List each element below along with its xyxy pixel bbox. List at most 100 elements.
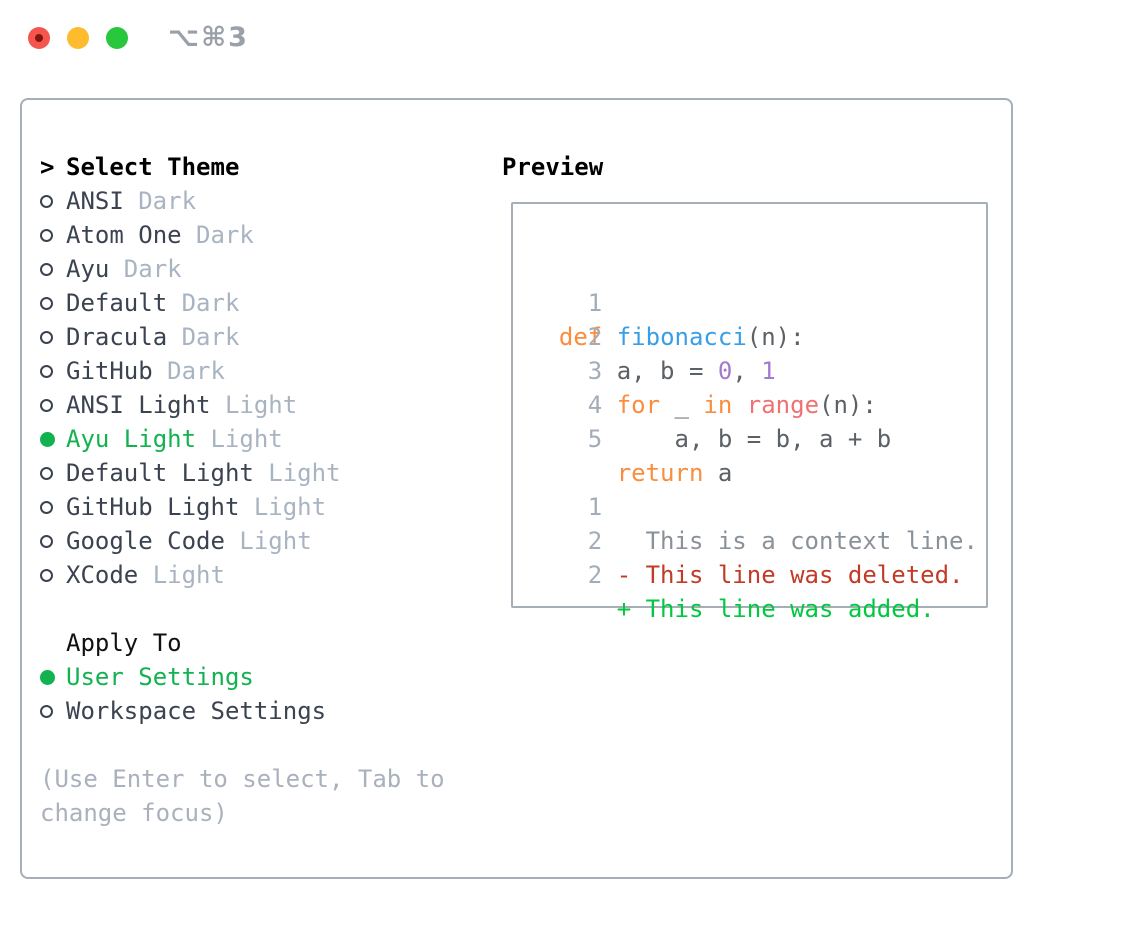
radio-icon: [40, 704, 53, 718]
radio-icon: [40, 431, 55, 447]
preview-title: Preview: [502, 153, 604, 181]
code-token: (n):: [746, 323, 805, 351]
select-theme-header: > Select Theme: [40, 150, 445, 184]
code-token: a, b = b, a + b: [558, 425, 892, 453]
option-label: Workspace Settings: [66, 697, 327, 725]
code-line: 3 for _ in range(n):: [530, 320, 978, 419]
radio-icon: [40, 534, 53, 548]
radio-icon: [40, 330, 53, 344]
code-preview: 1 def fibonacci(n): 2 a, b = 0, 1 3 for …: [530, 252, 978, 623]
radio-icon: [40, 296, 53, 310]
code-token: in: [703, 391, 733, 419]
option-variant-label: Dark: [181, 323, 240, 351]
apply-option-user-settings[interactable]: User Settings: [40, 660, 445, 694]
line-number: 3: [587, 357, 603, 385]
code-token: 1: [761, 357, 776, 385]
option-label: Ayu: [66, 255, 110, 283]
option-label: Ayu Light: [66, 425, 197, 453]
option-variant-label: Dark: [167, 357, 225, 385]
apply-to-list: User Settings Workspace Settings: [40, 660, 445, 728]
option-variant-label: Dark: [196, 221, 254, 249]
line-number: 4: [587, 391, 603, 419]
code-token: (n):: [819, 391, 877, 419]
theme-option-ansi-light[interactable]: ANSI Light Light: [40, 388, 445, 422]
radio-icon: [40, 364, 53, 378]
option-label: Default: [66, 289, 168, 317]
line-number: 2: [587, 323, 603, 351]
spacer-row: [40, 592, 445, 626]
option-variant-label: Dark: [123, 255, 182, 283]
radio-icon: [40, 500, 53, 514]
code-token: 0: [717, 357, 733, 385]
theme-option-default-light[interactable]: Default Light Light: [40, 456, 445, 490]
option-label: GitHub Light: [66, 493, 240, 521]
window-titlebar: ⌥⌘3: [0, 0, 1140, 76]
code-line: 2 + This line was added.: [530, 524, 978, 623]
option-label: ANSI Light: [66, 391, 211, 419]
prompt-caret-icon: >: [40, 153, 55, 181]
theme-option-github[interactable]: GitHub Dark: [40, 354, 445, 388]
close-button[interactable]: [28, 27, 50, 49]
theme-option-dracula[interactable]: Dracula Dark: [40, 320, 445, 354]
traffic-lights: [28, 27, 128, 49]
radio-icon: [40, 194, 53, 208]
theme-option-xcode[interactable]: XCode Light: [40, 558, 445, 592]
spacer-row: [40, 728, 445, 762]
option-variant-label: Light: [268, 459, 341, 487]
option-variant-label: Light: [152, 561, 225, 589]
option-label: User Settings: [66, 663, 254, 691]
theme-option-github-light[interactable]: GitHub Light Light: [40, 490, 445, 524]
option-label: Default Light: [66, 459, 254, 487]
theme-option-default[interactable]: Default Dark: [40, 286, 445, 320]
help-text-line-2: change focus): [40, 799, 228, 827]
radio-icon: [40, 466, 53, 480]
minimize-button[interactable]: [67, 27, 89, 49]
option-label: GitHub: [66, 357, 153, 385]
theme-option-ayu[interactable]: Ayu Dark: [40, 252, 445, 286]
radio-icon: [40, 262, 53, 276]
edited-dot-icon: [35, 34, 43, 42]
theme-option-google-code[interactable]: Google Code Light: [40, 524, 445, 558]
option-variant-label: Dark: [181, 289, 240, 317]
apply-to-title: Apply To: [66, 629, 182, 657]
code-line: 4 a, b = b, a + b: [530, 354, 978, 453]
option-variant-label: Light: [253, 493, 327, 521]
zoom-button[interactable]: [106, 27, 128, 49]
apply-option-workspace-settings[interactable]: Workspace Settings: [40, 694, 445, 728]
theme-option-ansi[interactable]: ANSI Dark: [40, 184, 445, 218]
preview-box: 1 def fibonacci(n): 2 a, b = 0, 1 3 for …: [511, 202, 988, 623]
line-number: 1: [587, 289, 603, 317]
option-label: Atom One: [66, 221, 182, 249]
radio-icon: [40, 669, 55, 685]
option-label: Dracula: [66, 323, 168, 351]
option-label: XCode: [66, 561, 139, 589]
option-label: ANSI: [66, 187, 124, 215]
code-token: ,: [732, 357, 762, 385]
code-line: 1 This is a context line.: [530, 456, 978, 555]
theme-selector-panel: > Select Theme ANSI Dark Atom One Dark A…: [20, 98, 1013, 879]
code-token: def: [558, 323, 603, 351]
theme-option-atom-one[interactable]: Atom One Dark: [40, 218, 445, 252]
radio-icon: [40, 398, 53, 412]
theme-list: ANSI Dark Atom One Dark Ayu Dark Default…: [40, 184, 445, 592]
code-token: This is a context line.: [558, 527, 978, 555]
code-token: return: [616, 459, 704, 487]
option-label: Google Code: [66, 527, 225, 555]
option-variant-label: Light: [210, 425, 283, 453]
theme-option-ayu-light[interactable]: Ayu Light Light: [40, 422, 445, 456]
theme-column: > Select Theme ANSI Dark Atom One Dark A…: [40, 150, 445, 830]
option-variant-label: Dark: [138, 187, 197, 215]
code-line: 5 return a: [530, 388, 978, 487]
code-token: fibonacci: [616, 323, 747, 351]
code-token: _: [660, 391, 704, 419]
code-token: range: [746, 391, 820, 419]
code-line: 2 - This line was deleted.: [530, 490, 978, 589]
apply-to-header: Apply To: [40, 626, 445, 660]
radio-icon: [40, 228, 53, 242]
option-variant-label: Light: [224, 391, 298, 419]
code-token: [732, 391, 746, 419]
code-token: a: [703, 459, 733, 487]
line-number: 2: [587, 527, 603, 555]
code-token: a, b =: [558, 357, 718, 385]
